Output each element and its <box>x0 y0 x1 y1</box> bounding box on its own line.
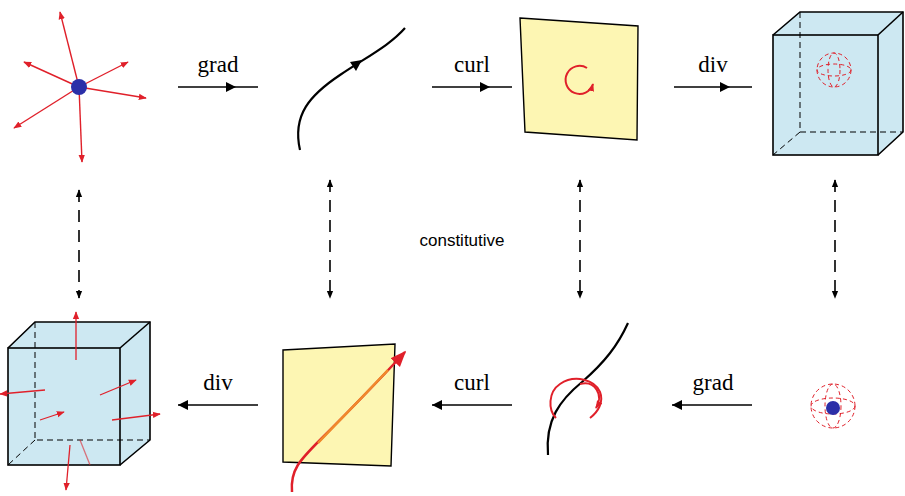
linked-curve <box>548 323 628 455</box>
operator-label: curl <box>454 370 490 395</box>
surface <box>520 18 638 140</box>
circulation <box>566 66 593 94</box>
operator-label: grad <box>693 370 734 395</box>
flux-cube <box>0 312 160 490</box>
point-dot <box>71 79 87 95</box>
flux-surface <box>283 344 395 466</box>
volume-cube <box>773 12 903 155</box>
curve-head <box>350 60 362 71</box>
loop-head <box>580 383 599 408</box>
point-source <box>14 12 146 162</box>
operator-label: grad <box>198 52 239 77</box>
operator-heads-bottom <box>178 400 682 410</box>
operator-label: div <box>203 370 232 395</box>
operator-arrows-bottom <box>178 404 752 406</box>
encircling-loop <box>550 379 601 418</box>
constitutive-arrows <box>79 180 835 298</box>
operator-label: curl <box>454 52 490 77</box>
flux-line-inside <box>318 370 388 443</box>
relation-label: constitutive <box>417 232 506 251</box>
operator-heads <box>226 82 730 92</box>
flux-line <box>292 352 405 492</box>
oriented-curve <box>298 28 405 150</box>
operator-label: div <box>698 52 727 77</box>
operator-arrows <box>178 86 752 88</box>
point-sphere <box>811 384 855 428</box>
